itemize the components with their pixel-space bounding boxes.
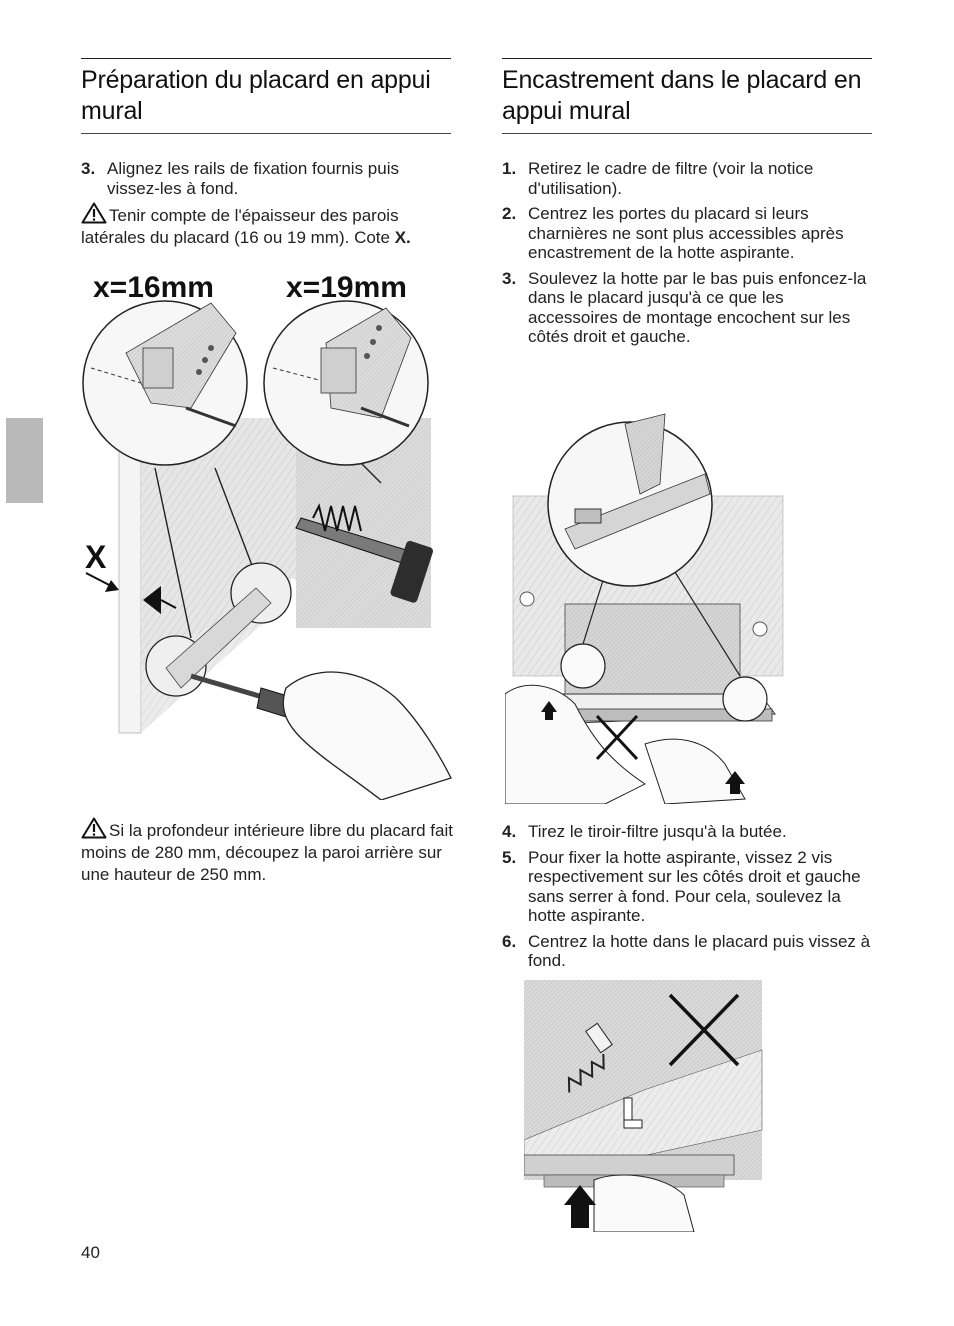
step-text: Pour fixer la hotte aspirante, vissez 2 … <box>528 847 861 926</box>
list-item: 3. Alignez les rails de fixation fournis… <box>81 159 451 198</box>
step-number: 4. <box>502 822 517 841</box>
step-text: Alignez les rails de fixation fournis pu… <box>107 159 399 198</box>
list-item: 2. Centrez les portes du placard si leur… <box>502 204 872 263</box>
hood-screw-fixing-figure <box>524 980 764 1232</box>
step-text: Centrez les portes du placard si leurs c… <box>528 204 844 262</box>
list-item: 3. Soulevez la hotte par le bas puis enf… <box>502 269 872 347</box>
left-column: Préparation du placard en appui mural 3.… <box>81 58 451 249</box>
step-text: Retirez le cadre de filtre (voir la noti… <box>528 159 814 198</box>
label-x16: x=16mm <box>93 271 214 304</box>
note-dimension-label: X. <box>394 228 411 247</box>
page-number: 40 <box>81 1243 100 1262</box>
step-text: Tirez le tiroir-filtre jusqu'à la butée. <box>528 822 787 841</box>
note-text: Si la profondeur intérieure libre du pla… <box>81 821 453 884</box>
right-heading: Encastrement dans le placard en appui mu… <box>502 58 872 134</box>
mounting-rail-figure: x=16mm x=19mm X <box>81 268 453 800</box>
left-heading: Préparation du placard en appui mural <box>81 58 451 134</box>
warning-triangle-icon <box>81 817 107 839</box>
right-steps-b: 4. Tirez le tiroir-filtre jusqu'à la but… <box>502 822 872 971</box>
step-number: 1. <box>502 159 517 178</box>
step-number: 3. <box>502 268 517 288</box>
left-steps: 3. Alignez les rails de fixation fournis… <box>81 159 451 198</box>
list-item: 4. Tirez le tiroir-filtre jusqu'à la but… <box>502 822 872 842</box>
step-number: 3. <box>81 159 96 178</box>
right-column: Encastrement dans le placard en appui mu… <box>502 58 872 347</box>
step-text: Centrez la hotte dans le placard puis vi… <box>528 931 871 971</box>
warning-triangle-icon <box>81 202 107 224</box>
list-item: 6. Centrez la hotte dans le placard puis… <box>502 932 872 971</box>
list-item: 1. Retirez le cadre de filtre (voir la n… <box>502 159 872 198</box>
hood-insertion-figure <box>505 404 785 804</box>
right-steps-a: 1. Retirez le cadre de filtre (voir la n… <box>502 159 872 347</box>
label-dimension-x: X <box>85 539 107 575</box>
note-depth-cutout: Si la profondeur intérieure libre du pla… <box>81 817 453 886</box>
list-item: 5. Pour fixer la hotte aspirante, vissez… <box>502 848 872 926</box>
step-number: 2. <box>502 204 517 223</box>
step-number: 6. <box>502 931 517 951</box>
wall-plug-icon <box>567 1022 613 1093</box>
step-text: Soulevez la hotte par le bas puis enfonc… <box>528 268 867 347</box>
step-number: 5. <box>502 847 517 867</box>
note-text: Tenir compte de l'épaisseur des parois l… <box>81 206 399 247</box>
wall-plug-icon <box>295 503 433 603</box>
section-tab-marker <box>6 418 43 503</box>
label-x19: x=19mm <box>286 271 407 304</box>
note-wall-thickness: Tenir compte de l'épaisseur des parois l… <box>81 202 451 249</box>
